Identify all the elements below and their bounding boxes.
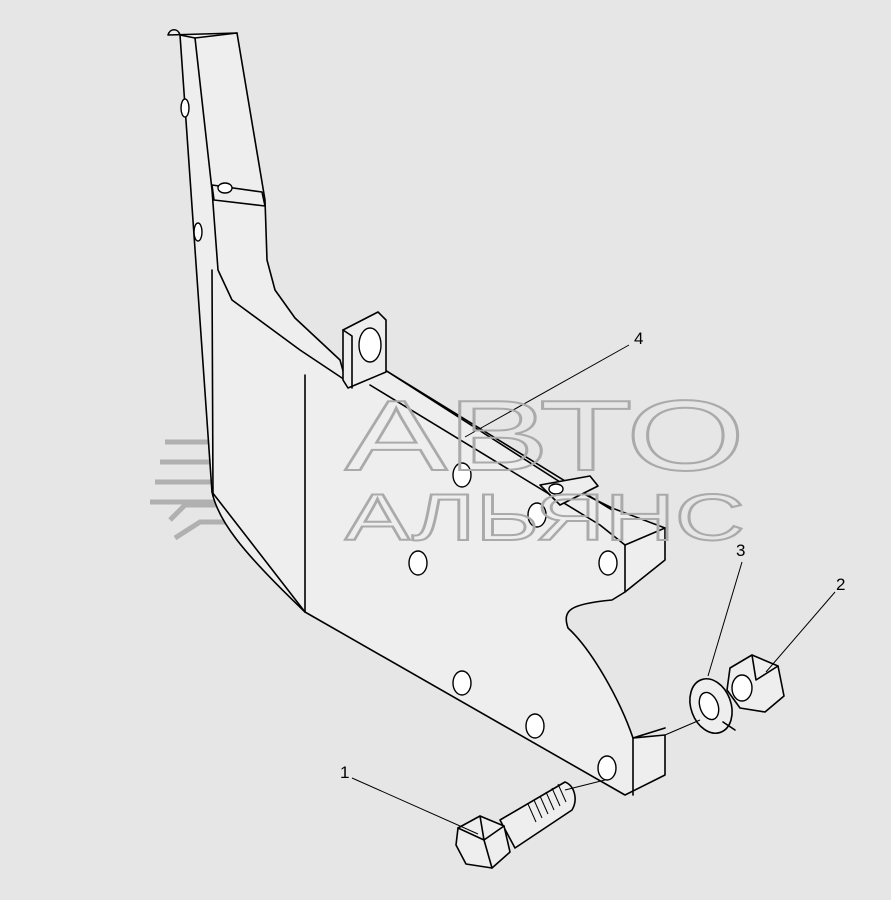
middle-clip (539, 475, 599, 506)
bracket-part-4 (167, 28, 666, 796)
hole (598, 550, 618, 576)
hole (452, 462, 472, 488)
bolt-head (455, 815, 511, 869)
hole (408, 550, 428, 576)
hole (597, 755, 617, 781)
hole (525, 713, 545, 739)
watermark-line-2: АЛЬЯНС (345, 480, 745, 554)
watermark-line-1: АВТО (345, 380, 745, 492)
hole (193, 222, 203, 242)
nut-part-2 (726, 654, 785, 713)
hole (452, 670, 472, 696)
callout-1: 1 (340, 763, 349, 782)
callout-3: 3 (736, 541, 745, 560)
bolt-part-1 (455, 781, 576, 869)
hole (527, 502, 547, 528)
callout-4: 4 (634, 329, 643, 348)
callout-2: 2 (836, 575, 845, 594)
leader-lines (351, 344, 836, 835)
washer-part-3 (689, 678, 736, 734)
hole (180, 98, 190, 118)
